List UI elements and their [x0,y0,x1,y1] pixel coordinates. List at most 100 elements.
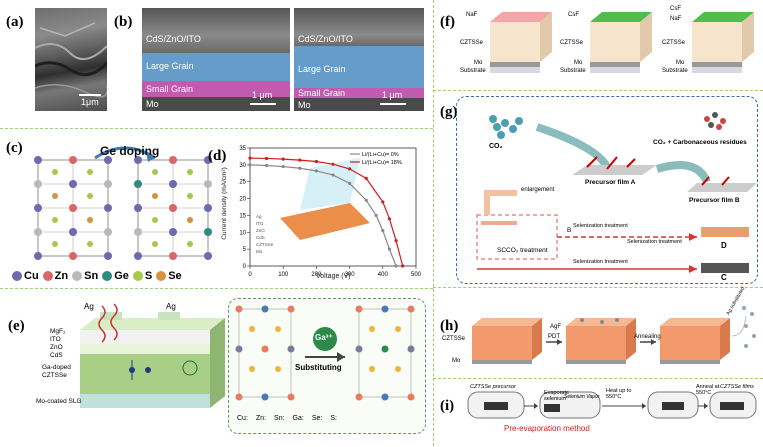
panel-c-crystals: Ge doping [30,138,220,278]
panel-i-label: (i) [440,398,455,414]
panel-b-left-layer-2: Large Grain [146,61,194,71]
ga-ion [313,327,337,351]
series-1-point-2 [281,157,285,161]
panel-b-right-layer-3: Small Grain [298,88,346,98]
panel-b-left-image: CdS/ZnO/ITO Large Grain Small Grain Mo 1… [142,8,290,111]
device-illustration [280,203,370,240]
y-tick-label-1: 5 [243,247,247,253]
g-scco2: SCCO₂ treatment [497,247,548,254]
stack-legend-5: Mo [256,249,263,254]
column-separator [433,0,434,446]
series-0-point-4 [314,169,318,173]
g-sel2: Selenization treatment [627,239,682,245]
f-block-2 [590,12,652,73]
legend-dot-se [156,271,167,281]
x-tick-label-0: 0 [248,272,252,278]
chart-xlabel: Voltage (V) [316,273,351,280]
legend-item-sn: Sn [72,270,98,282]
h-agf: AgF [550,324,562,330]
f2-mid: CZTSSe [560,40,584,46]
legend-ga: Ga: [292,415,304,422]
series-1-point-6 [348,167,352,171]
f1-b1: Mo [474,60,483,66]
inset-crystal-right [355,305,415,401]
legend-text-ge: Ge [114,270,129,282]
e-stack-cds: CdS [50,352,63,359]
panel-a-texture [35,22,107,98]
series-1-point-5 [331,162,335,166]
panel-b-right-large-grain [294,46,424,88]
x-tick-label-2: 200 [311,272,322,278]
panel-a-scalebar [79,94,101,96]
doping-arrowhead [146,152,155,162]
g-co2: CO₂ [489,143,503,150]
x-tick-label-3: 300 [345,272,356,278]
f2-b1: Mo [574,60,583,66]
f-block-1 [490,12,552,73]
legend-se: Se: [311,415,323,422]
series-0-point-7 [364,198,368,202]
panel-i-flow: CZTSSe precursor Evaporate selenium Sele… [464,384,760,442]
legend-zn: Zn: [255,415,267,422]
series-1-point-3 [298,158,302,162]
panel-b-right-scalebar [380,103,406,105]
legend-item-s: S [132,270,152,282]
film-B [687,176,757,192]
i-method: Pre-evaporation method [504,424,590,433]
legend-dot-ge [102,271,113,281]
substituting-text: Substituting [295,363,342,372]
g-d: D [721,241,727,250]
stack-legend-2: ZnO [256,228,265,233]
y-tick-label-3: 15 [239,213,246,219]
series-0-point-3 [298,166,302,170]
ge-doping-text: Ge doping [100,144,160,158]
g-sel3: Selenization treatment [573,259,628,265]
h-inset-crystal [742,306,756,348]
series-1-point-7 [364,176,368,180]
co2-cluster [489,115,523,139]
panel-i-svg [467,391,757,419]
y-tick-label-6: 30 [239,163,246,169]
panel-b-right-image: CdS/ZnO/ITO Large Grain Small Grain Mo 1… [294,8,424,111]
panel-h-svg [472,306,756,364]
panel-b-left-top-layer [142,8,290,53]
legend-item-zn: Zn [42,270,68,282]
f3-top: CsF [670,6,681,12]
panel-f-svg [490,12,754,73]
series-0-point-1 [265,163,269,168]
panel-b-right-layer-2: Large Grain [298,64,346,74]
row-separator-2 [0,288,433,289]
e-ag-right: Ag [166,302,176,311]
g-filmA: Precursor film A [585,179,636,186]
panel-e-inset: Ga³⁺ Substituting Cu: Zn: Sn: Ga: Se: S: [228,298,426,434]
panel-b-label: (b) [114,14,133,30]
panel-b-right-top-layer [294,8,424,46]
panel-b-right-layer-1: CdS/ZnO/ITO [298,34,353,44]
series-line-1 [249,157,404,267]
i-step-2: Evaporate selenium [544,390,570,402]
i-step-3: Selenium Vapor [564,394,600,400]
residue-cluster [704,112,726,130]
panel-b-left-scalebar [250,103,276,105]
panel-g-label: (g) [440,104,458,120]
legend-dot-zn [42,271,53,281]
row-separator-right-1 [433,90,763,91]
f3-mid: CZTSSe [662,40,686,46]
y-tick-label-0: 0 [243,264,247,270]
panel-b-left-small-grain [142,81,290,97]
inset-crystal-left [235,305,295,401]
x-tick-label-4: 400 [378,272,389,278]
f3-b1: Mo [676,60,685,66]
panel-b-right-scale-text: 1 μm [382,90,403,100]
panel-b-left-layer-4: Mo [146,99,159,109]
y-tick-label-2: 10 [239,230,246,236]
panel-b-right-mo [294,98,424,111]
panel-h-blocks: AgF PDT Annealing CZTSSe Mo Ag substitut… [442,286,760,376]
legend-cu: Cu: [237,415,248,422]
legend-s: S: [330,415,337,422]
inset-legend: Cu: Zn: Sn: Ga: Se: S: [237,415,337,422]
h-annealing: Annealing [634,334,661,340]
